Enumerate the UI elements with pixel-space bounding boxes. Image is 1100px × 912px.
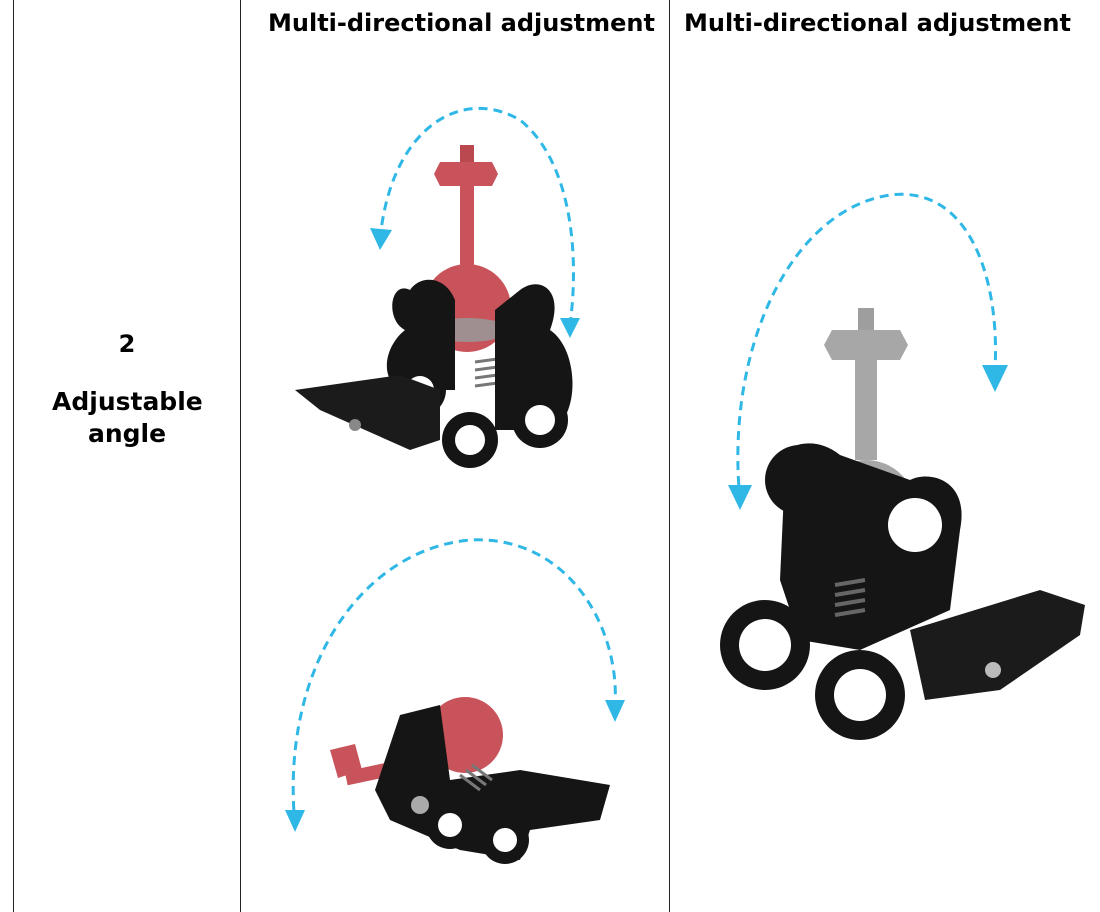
- column-heading-2: Multi-directional adjustment: [684, 9, 1071, 37]
- clamp-tilted-photo: [280, 520, 640, 880]
- clamp-gray-photo: [710, 180, 1095, 780]
- rotation-arrow-icon: [736, 192, 998, 501]
- table-border-col1: [240, 0, 241, 912]
- row-number: 2: [118, 330, 136, 358]
- rotation-arrow-icon: [378, 106, 575, 326]
- clamp-upright-photo: [280, 90, 610, 510]
- row-label-cell: 2 Adjustable angle: [14, 330, 240, 450]
- table-border-col2: [669, 0, 670, 912]
- rotation-arrow-icon: [291, 538, 617, 826]
- column-heading-1: Multi-directional adjustment: [268, 9, 655, 37]
- row-label: Adjustable angle: [52, 387, 203, 448]
- table-border-left: [13, 0, 14, 912]
